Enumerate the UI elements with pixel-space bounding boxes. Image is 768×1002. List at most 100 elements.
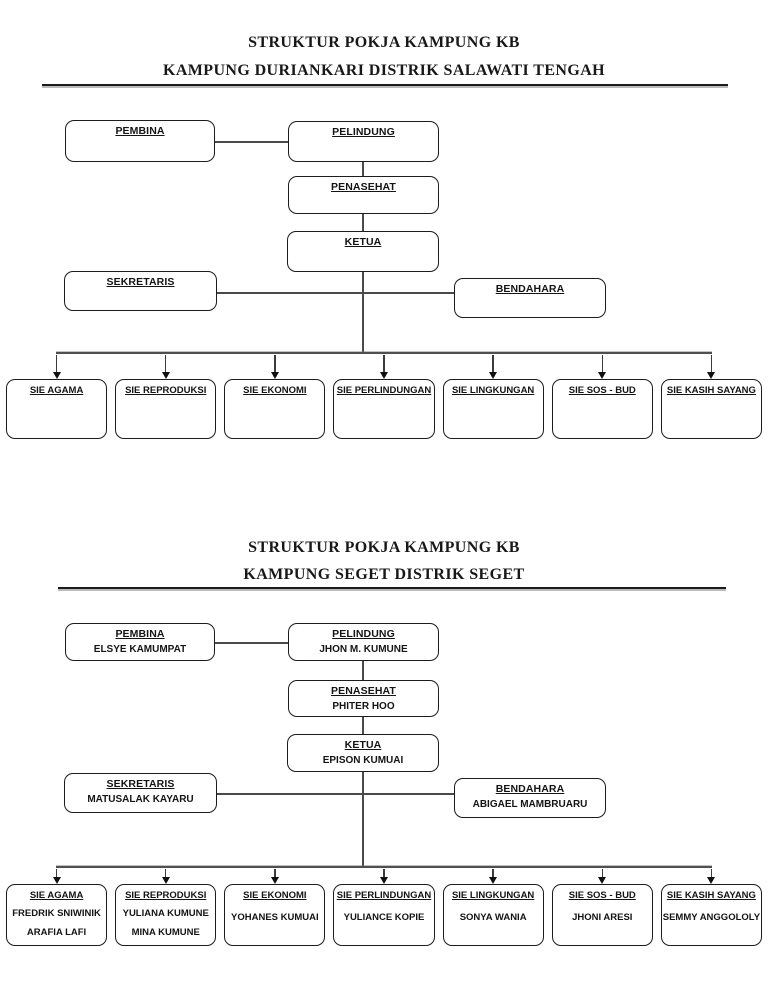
chart1-title-underline bbox=[42, 84, 728, 86]
arrow-down-icon bbox=[598, 869, 607, 884]
chart1-box-bendahara: BENDAHARA bbox=[454, 278, 606, 318]
chart1-sie-row: SIE AGAMA SIE REPRODUKSI SIE EKONOMI SIE… bbox=[6, 355, 762, 439]
box-title: SIE EKONOMI bbox=[243, 385, 307, 396]
arrow-down-icon bbox=[161, 869, 170, 884]
box-name: SONYA WANIA bbox=[459, 912, 527, 923]
arrow-down-icon bbox=[52, 869, 61, 884]
box-name: JHON M. KUMUNE bbox=[319, 644, 408, 655]
chart2-sie-lingkungan: SIE LINGKUNGAN SONYA WANIA bbox=[442, 869, 544, 946]
chart1-box-pelindung: PELINDUNG bbox=[288, 121, 439, 162]
box-title: SIE LINGKUNGAN bbox=[451, 385, 535, 396]
arrow-down-icon bbox=[52, 355, 61, 379]
chart2-title-line1: STRUKTUR POKJA KAMPUNG KB bbox=[248, 539, 520, 556]
box-name: YOHANES KUMUAI bbox=[231, 912, 319, 923]
chart1-box-penasehat: PENASEHAT bbox=[288, 176, 439, 214]
chart2-title-underline bbox=[58, 587, 726, 589]
chart2-box-pelindung: PELINDUNG JHON M. KUMUNE bbox=[288, 623, 439, 661]
chart2-sie-ekonomi: SIE EKONOMI YOHANES KUMUAI bbox=[224, 869, 326, 946]
box-title: SEKRETARIS bbox=[106, 778, 175, 790]
connector-pelindung-penasehat bbox=[362, 661, 364, 680]
chart2-sie-reproduksi: SIE REPRODUKSI YULIANA KUMUNE MINA KUMUNE bbox=[115, 869, 217, 946]
connector-pembina-pelindung bbox=[215, 642, 288, 644]
arrow-down-icon bbox=[707, 355, 716, 379]
box-title: KETUA bbox=[344, 739, 382, 751]
chart1-sie-ekonomi: SIE EKONOMI bbox=[224, 355, 326, 439]
arrow-down-icon bbox=[379, 355, 388, 379]
connector-pelindung-penasehat bbox=[362, 162, 364, 176]
box-title: SIE SOS - BUD bbox=[568, 385, 636, 396]
box-title: SIE LINGKUNGAN bbox=[451, 890, 535, 901]
box-name: YULIANCE KOPIE bbox=[343, 912, 425, 923]
chart1-title-line1: STRUKTUR POKJA KAMPUNG KB bbox=[248, 34, 520, 51]
box-title: PENASEHAT bbox=[331, 685, 396, 697]
box-title: SIE PERLINDUNGAN bbox=[336, 890, 432, 901]
box-name: JHONI ARESI bbox=[572, 912, 633, 923]
box-title: SEKRETARIS bbox=[106, 276, 175, 288]
box-name: ARAFIA LAFI bbox=[26, 926, 87, 938]
box-name: FREDRIK SNIWINIK bbox=[12, 908, 101, 920]
connector-sekretaris-bendahara bbox=[217, 793, 454, 795]
chart1-sie-reproduksi: SIE REPRODUKSI bbox=[115, 355, 217, 439]
box-title: SIE KASIH SAYANG bbox=[666, 385, 756, 396]
box-title: BENDAHARA bbox=[495, 783, 565, 795]
chart2-box-ketua: KETUA EPISON KUMUAI bbox=[287, 734, 439, 772]
chart2-box-bendahara: BENDAHARA ABIGAEL MAMBRUARU bbox=[454, 778, 606, 818]
box-name: PHITER HOO bbox=[332, 701, 395, 712]
connector-pembina-pelindung bbox=[215, 141, 288, 143]
chart2-title-line2: KAMPUNG SEGET DISTRIK SEGET bbox=[243, 566, 525, 583]
box-name: SEMMY ANGGOLOLY bbox=[662, 912, 761, 923]
chart1-sie-perlindungan: SIE PERLINDUNGAN bbox=[333, 355, 435, 439]
box-title: SIE REPRODUKSI bbox=[125, 890, 207, 901]
arrow-down-icon bbox=[270, 355, 279, 379]
chart1-box-ketua: KETUA bbox=[287, 231, 439, 272]
arrow-down-icon bbox=[598, 355, 607, 379]
chart2-sie-perlindungan: SIE PERLINDUNGAN YULIANCE KOPIE bbox=[333, 869, 435, 946]
chart1-sie-kasih-sayang: SIE KASIH SAYANG bbox=[660, 355, 762, 439]
arrow-down-icon bbox=[379, 869, 388, 884]
box-title: SIE AGAMA bbox=[29, 385, 84, 396]
chart1-title-line2: KAMPUNG DURIANKARI DISTRIK SALAWATI TENG… bbox=[162, 62, 606, 79]
box-title: KETUA bbox=[344, 236, 382, 248]
arrow-down-icon bbox=[270, 869, 279, 884]
box-name: ELSYE KAMUMPAT bbox=[93, 644, 187, 655]
chart2-sie-kasih-sayang: SIE KASIH SAYANG SEMMY ANGGOLOLY bbox=[660, 869, 762, 946]
chart2-sie-sos-bud: SIE SOS - BUD JHONI ARESI bbox=[551, 869, 653, 946]
box-title: SIE KASIH SAYANG bbox=[666, 890, 756, 901]
box-title: PENASEHAT bbox=[331, 181, 396, 193]
box-title: PELINDUNG bbox=[332, 126, 395, 138]
chart1-box-pembina: PEMBINA bbox=[65, 120, 215, 162]
box-title: PELINDUNG bbox=[332, 628, 395, 640]
arrow-down-icon bbox=[161, 355, 170, 379]
box-title: SIE SOS - BUD bbox=[568, 890, 636, 901]
chart2-sie-agama: SIE AGAMA FREDRIK SNIWINIK ARAFIA LAFI bbox=[6, 869, 108, 946]
box-name: ABIGAEL MAMBRUARU bbox=[472, 799, 588, 810]
box-title: PEMBINA bbox=[115, 125, 165, 137]
connector-ketua-down bbox=[362, 772, 364, 867]
box-title: PEMBINA bbox=[115, 628, 165, 640]
arrow-down-icon bbox=[489, 355, 498, 379]
chart2-box-sekretaris: SEKRETARIS MATUSALAK KAYARU bbox=[64, 773, 217, 813]
box-title: SIE REPRODUKSI bbox=[125, 385, 207, 396]
box-title: BENDAHARA bbox=[495, 283, 565, 295]
chart1-sie-sos-bud: SIE SOS - BUD bbox=[551, 355, 653, 439]
chart1-distribution-line bbox=[56, 352, 712, 355]
chart1-sie-agama: SIE AGAMA bbox=[6, 355, 108, 439]
connector-ketua-down bbox=[362, 272, 364, 353]
connector-sekretaris-bendahara bbox=[217, 292, 454, 294]
arrow-down-icon bbox=[489, 869, 498, 884]
box-title: SIE AGAMA bbox=[29, 890, 84, 901]
box-title: SIE PERLINDUNGAN bbox=[336, 385, 432, 396]
box-name: MINA KUMUNE bbox=[131, 926, 200, 938]
chart2-distribution-line bbox=[56, 866, 712, 869]
box-title: SIE EKONOMI bbox=[243, 890, 307, 901]
box-name: YULIANA KUMUNE bbox=[122, 908, 209, 920]
connector-penasehat-ketua bbox=[362, 717, 364, 734]
connector-penasehat-ketua bbox=[362, 214, 364, 231]
chart1-sie-lingkungan: SIE LINGKUNGAN bbox=[442, 355, 544, 439]
chart2-box-pembina: PEMBINA ELSYE KAMUMPAT bbox=[65, 623, 215, 661]
chart1-box-sekretaris: SEKRETARIS bbox=[64, 271, 217, 311]
box-name: MATUSALAK KAYARU bbox=[87, 794, 194, 805]
arrow-down-icon bbox=[707, 869, 716, 884]
box-name: EPISON KUMUAI bbox=[322, 755, 404, 766]
